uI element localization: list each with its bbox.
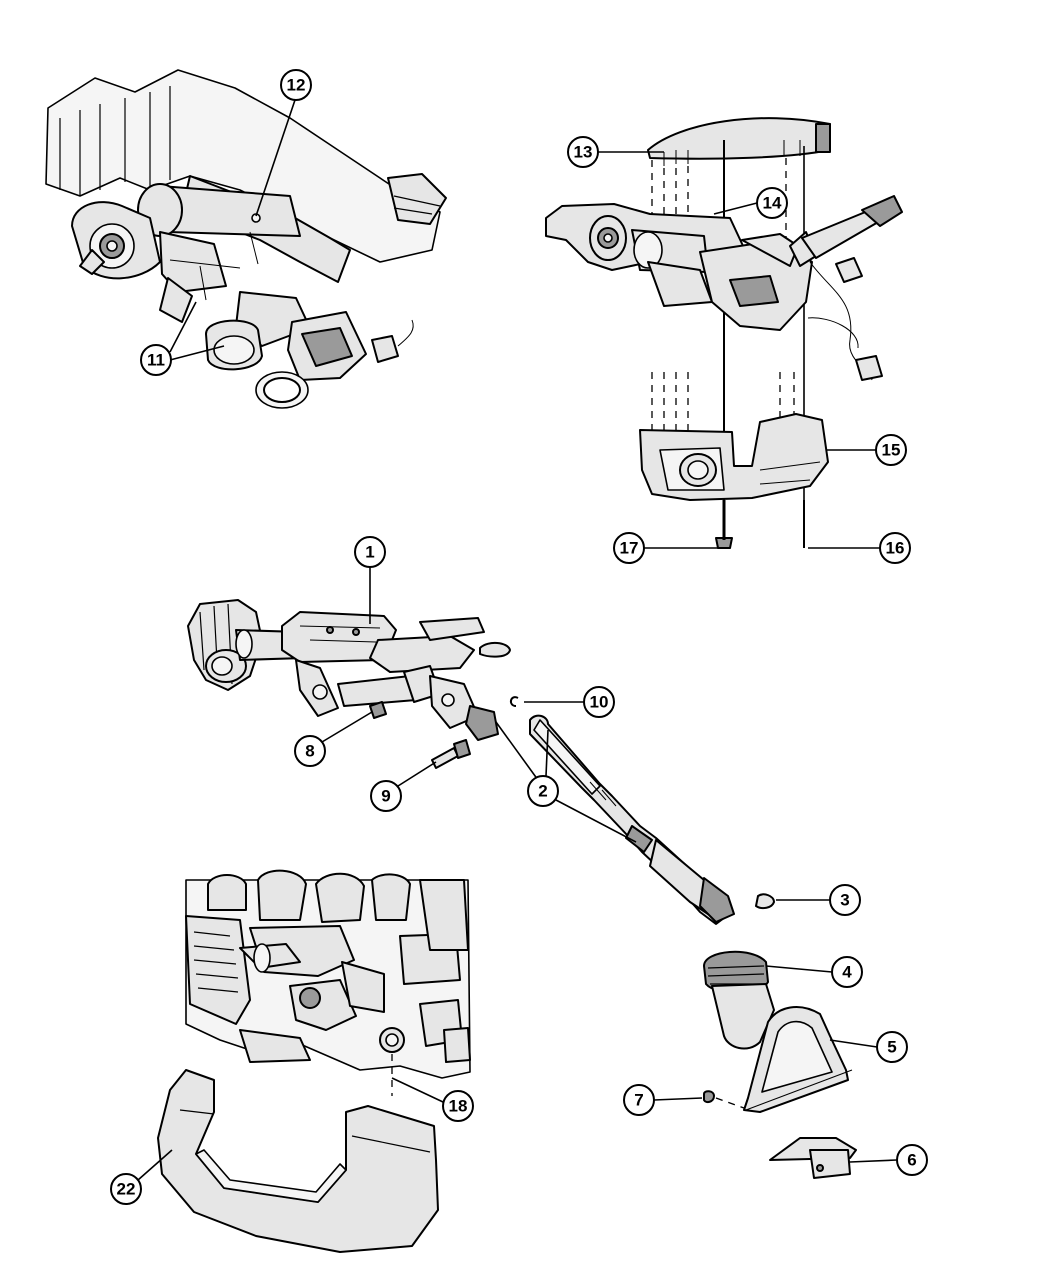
callout-8: 8: [294, 711, 373, 767]
svg-text:11: 11: [147, 351, 165, 370]
callout-9: 9: [370, 761, 437, 812]
callout-6: 6: [849, 1144, 928, 1176]
callout-11: 11: [140, 301, 225, 376]
svg-text:5: 5: [887, 1038, 896, 1057]
callout-10: 10: [524, 686, 615, 718]
svg-text:9: 9: [381, 787, 390, 806]
svg-text:1: 1: [365, 543, 374, 562]
callout-2: 2: [495, 721, 637, 843]
callout-18: 18: [391, 1077, 474, 1122]
callout-14: 14: [713, 187, 788, 219]
svg-text:2: 2: [538, 782, 547, 801]
svg-text:8: 8: [305, 742, 314, 761]
boot-seal-parts: [703, 950, 857, 1179]
svg-text:4: 4: [842, 963, 852, 982]
callout-5: 5: [829, 1031, 908, 1063]
steering-column-assembly: [187, 599, 519, 769]
intermediate-shaft: [529, 714, 775, 925]
column-shroud-view: [545, 117, 903, 549]
callout-17: 17: [613, 532, 718, 564]
svg-text:6: 6: [907, 1151, 916, 1170]
svg-text:10: 10: [590, 693, 609, 712]
svg-text:13: 13: [574, 143, 593, 162]
svg-text:7: 7: [634, 1091, 643, 1110]
callout-15: 15: [826, 434, 907, 466]
svg-text:18: 18: [449, 1097, 468, 1116]
callout-4: 4: [765, 956, 863, 988]
svg-text:15: 15: [882, 441, 901, 460]
callout-13: 13: [567, 136, 664, 168]
dash-structure-view: [45, 69, 447, 409]
callout-1: 1: [354, 536, 386, 624]
svg-text:16: 16: [886, 539, 905, 558]
callout-16: 16: [808, 532, 911, 564]
svg-text:3: 3: [840, 891, 849, 910]
callout-7: 7: [623, 1084, 703, 1116]
callout-22: 22: [110, 1149, 173, 1205]
callout-3: 3: [776, 884, 861, 916]
svg-text:14: 14: [763, 194, 782, 213]
svg-text:17: 17: [620, 539, 639, 558]
svg-text:12: 12: [287, 76, 306, 95]
svg-text:22: 22: [117, 1180, 136, 1199]
callout-12: 12: [255, 69, 312, 217]
instrument-panel-view: [157, 869, 471, 1253]
